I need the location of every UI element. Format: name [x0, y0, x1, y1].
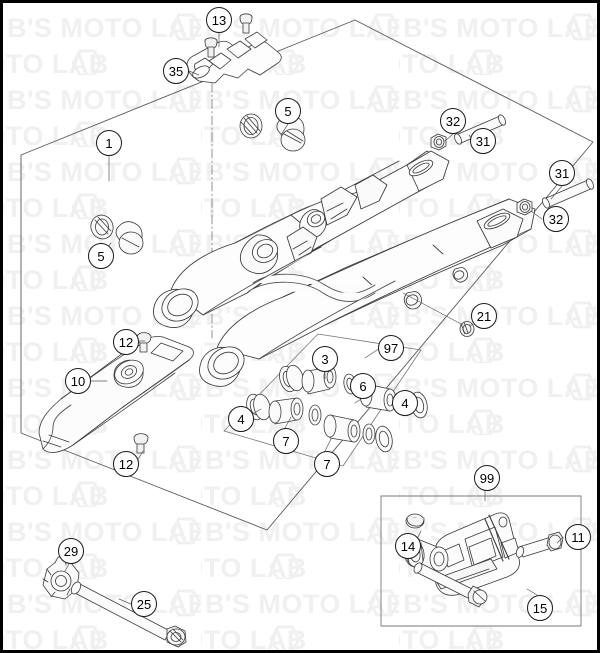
callout-5-cap[interactable]: 5: [88, 243, 114, 269]
callout-label: 5: [284, 103, 292, 119]
callout-1-swing-arm[interactable]: 1: [96, 130, 122, 156]
callout-4-seal-ring[interactable]: 4: [228, 406, 254, 432]
callout-31-chain-adjuster-bolt[interactable]: 31: [470, 128, 496, 154]
chain-guide-screw-lower: [204, 37, 218, 58]
callout-35-chain-guide[interactable]: 35: [163, 58, 189, 84]
callout-label: 7: [323, 456, 331, 472]
callout-label: 99: [479, 470, 495, 486]
nut-upper: [430, 133, 447, 151]
callout-label: 32: [548, 211, 564, 227]
callout-label: 35: [168, 63, 184, 79]
callout-7-o-ring[interactable]: 7: [273, 428, 299, 454]
callout-21-grommet[interactable]: 21: [471, 303, 497, 329]
callout-label: 21: [476, 308, 492, 324]
chain-adjuster-bolt-lower: [542, 178, 594, 209]
callout-14-washer[interactable]: 14: [395, 533, 421, 559]
callout-label: 4: [237, 411, 245, 427]
callout-label: 29: [63, 543, 79, 559]
callout-32-nut[interactable]: 32: [440, 108, 466, 134]
callout-15-screw[interactable]: 15: [527, 595, 553, 621]
callout-label: 1: [105, 135, 113, 151]
callout-5-cap[interactable]: 5: [275, 98, 301, 124]
callout-label: 31: [475, 133, 491, 149]
callout-label: 97: [383, 340, 399, 356]
rear-axle-part: [70, 581, 187, 648]
callout-label: 7: [282, 433, 290, 449]
callout-11-collar-screw[interactable]: 11: [565, 524, 591, 550]
callout-label: 3: [321, 351, 329, 367]
callout-97-bearing-kit[interactable]: 97: [378, 335, 404, 361]
callout-6-needle-bearing[interactable]: 6: [350, 373, 376, 399]
callout-10-chain-slider[interactable]: 10: [65, 368, 91, 394]
callout-31-chain-adjuster-bolt[interactable]: 31: [549, 160, 575, 186]
chain-guide-bracket-part: [404, 512, 520, 596]
chain-slider-screw-lower: [133, 433, 149, 454]
callout-12-screw-chain-slider[interactable]: 12: [113, 451, 139, 477]
collar-screw-part: [515, 531, 564, 558]
screw-15-part: [413, 562, 488, 608]
callout-label: 4: [401, 395, 409, 411]
callout-label: 31: [554, 165, 570, 181]
callout-label: 32: [445, 113, 461, 129]
callout-label: 12: [118, 456, 134, 472]
main-frame-outline: [20, 19, 594, 531]
callout-label: 10: [70, 373, 86, 389]
callout-12-screw-chain-slider[interactable]: 12: [113, 329, 139, 355]
callout-29-chain-adjuster[interactable]: 29: [58, 538, 84, 564]
callout-99-chain-guide-kit[interactable]: 99: [474, 465, 500, 491]
cap-part-upper-b: [276, 114, 306, 152]
cap-part-upper-a: [239, 113, 263, 139]
callout-7-o-ring[interactable]: 7: [314, 451, 340, 477]
callout-label: 13: [211, 12, 227, 28]
chain-guide-screw-top: [239, 13, 253, 34]
callout-3-spacer[interactable]: 3: [312, 346, 338, 372]
cap-part-left-a: [90, 214, 114, 240]
chain-adjuster-part: [42, 556, 80, 600]
callout-label: 5: [97, 248, 105, 264]
chain-slider-part: [38, 336, 194, 453]
callout-label: 12: [118, 334, 134, 350]
chain-guide-part: [186, 31, 282, 84]
callout-label: 6: [359, 378, 367, 394]
grommet-leader: [402, 292, 464, 326]
exploded-view-artwork: [20, 13, 594, 648]
nut-lower: [516, 198, 533, 216]
washer-part: [405, 513, 425, 529]
swing-arm-body: [153, 150, 536, 387]
grommet-part: [459, 321, 475, 337]
callout-label: 14: [400, 538, 416, 554]
callout-label: 11: [571, 529, 585, 545]
callout-label: 15: [532, 600, 548, 616]
callout-25-rear-axle[interactable]: 25: [131, 591, 157, 617]
cap-part-left-b: [115, 221, 144, 255]
callout-13-screw-chain-guide[interactable]: 13: [206, 7, 232, 33]
callout-label: 25: [136, 596, 152, 612]
callout-32-nut[interactable]: 32: [543, 206, 569, 232]
callout-4-seal-ring[interactable]: 4: [392, 390, 418, 416]
chain-guide-kit-box: [380, 495, 582, 627]
